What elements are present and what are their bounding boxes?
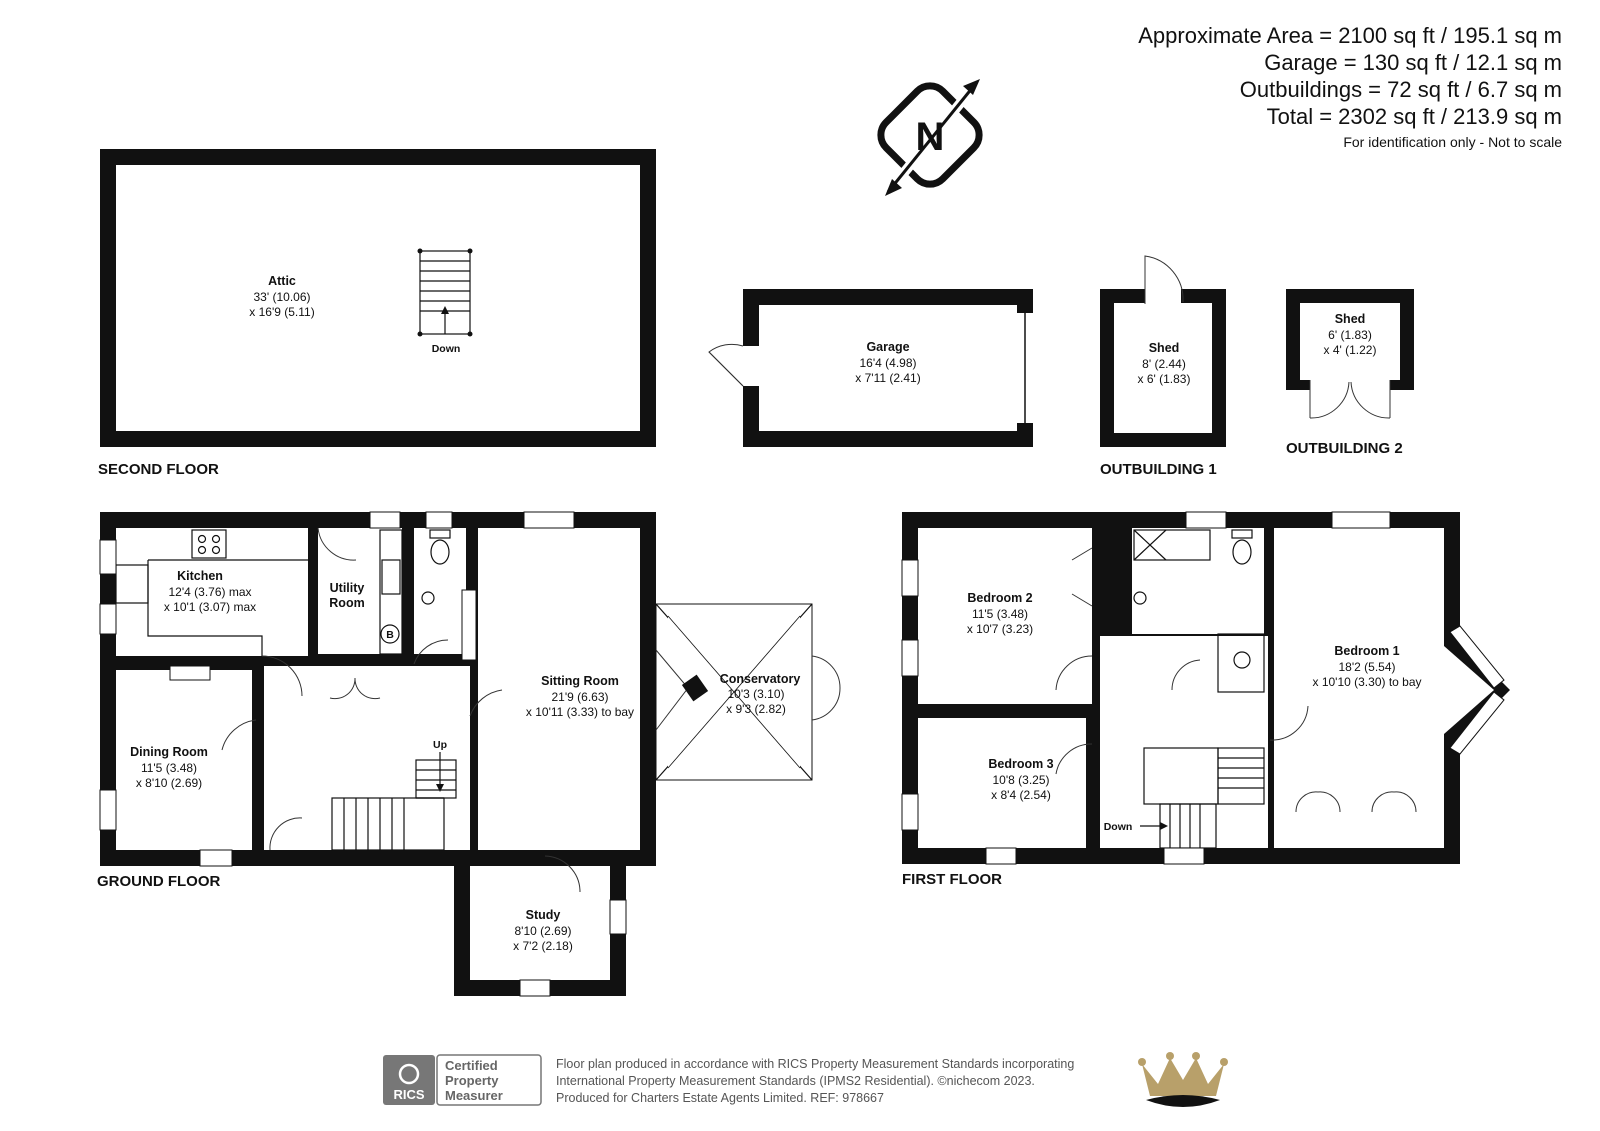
attic-stair-down-label: Down bbox=[432, 343, 461, 355]
bathroom-area bbox=[1132, 528, 1264, 634]
utility-area bbox=[318, 528, 402, 654]
compass-letter: N bbox=[916, 115, 945, 159]
outbuilding1-label: OUTBUILDING 1 bbox=[1100, 461, 1217, 478]
first-stair-down-label: Down bbox=[1104, 821, 1133, 833]
shed1-name: Shed bbox=[1149, 341, 1180, 355]
conservatory bbox=[655, 603, 841, 781]
outbuilding-1: Shed 8' (2.44) x 6' (1.83) OUTBUILDING 1 bbox=[1100, 255, 1226, 478]
bedroom2-dim1: 11'5 (3.48) bbox=[972, 607, 1028, 621]
study-dim1: 8'10 (2.69) bbox=[515, 924, 572, 938]
ground-floor: B Up bbox=[97, 511, 841, 997]
bedroom2-area bbox=[918, 528, 1092, 704]
shed2-dim2: x 4' (1.22) bbox=[1324, 343, 1377, 357]
sitting-dim1: 21'9 (6.63) bbox=[552, 690, 609, 704]
study-name: Study bbox=[526, 908, 561, 922]
bedroom2-name: Bedroom 2 bbox=[967, 591, 1032, 605]
bedroom1-dim2: x 10'10 (3.30) to bay bbox=[1312, 675, 1421, 689]
footer-line1: Floor plan produced in accordance with R… bbox=[556, 1057, 1075, 1071]
bedroom1-area bbox=[1274, 528, 1444, 848]
conservatory-name: Conservatory bbox=[720, 672, 801, 686]
certified-line3: Measurer bbox=[445, 1088, 503, 1103]
footer-line2: International Property Measurement Stand… bbox=[556, 1074, 1035, 1088]
second-floor-label: SECOND FLOOR bbox=[98, 461, 219, 478]
certified-line2: Property bbox=[445, 1073, 499, 1088]
shed1-dim1: 8' (2.44) bbox=[1142, 357, 1186, 371]
sitting-dim2: x 10'11 (3.33) to bay bbox=[526, 705, 634, 719]
bedroom2-dim2: x 10'7 (3.23) bbox=[967, 622, 1033, 636]
crown-logo-icon bbox=[1136, 1052, 1230, 1112]
bedroom3-area bbox=[918, 718, 1086, 848]
dining-dim2: x 8'10 (2.69) bbox=[136, 776, 202, 790]
first-floor-label: FIRST FLOOR bbox=[902, 871, 1002, 888]
shed2-dim1: 6' (1.83) bbox=[1328, 328, 1372, 342]
outbuilding-2: Shed 6' (1.83) x 4' (1.22) OUTBUILDING 2 bbox=[1286, 289, 1414, 457]
shed2-name: Shed bbox=[1335, 312, 1366, 326]
dining-area bbox=[116, 670, 252, 850]
footer-text: Floor plan produced in accordance with R… bbox=[556, 1056, 1074, 1107]
rics-label: RICS bbox=[393, 1087, 424, 1102]
landing-area bbox=[1100, 636, 1268, 848]
sitting-area bbox=[478, 528, 640, 850]
conservatory-dim1: 10'3 (3.10) bbox=[728, 687, 785, 701]
utility-name-2: Room bbox=[329, 596, 364, 610]
bedroom3-dim1: 10'8 (3.25) bbox=[993, 773, 1050, 787]
area-summary: Approximate Area = 2100 sq ft / 195.1 sq… bbox=[1138, 22, 1562, 150]
study-dim2: x 7'2 (2.18) bbox=[513, 939, 573, 953]
identification-note: For identification only - Not to scale bbox=[1343, 134, 1562, 150]
kitchen-dim2: x 10'1 (3.07) max bbox=[164, 600, 256, 614]
sitting-name: Sitting Room bbox=[541, 674, 619, 688]
shed1-dim2: x 6' (1.83) bbox=[1138, 372, 1191, 386]
bedroom1-name: Bedroom 1 bbox=[1334, 644, 1399, 658]
garage-area: Garage = 130 sq ft / 12.1 sq m bbox=[1264, 50, 1562, 75]
first-floor: Down Bedroom 2 11'5 (3.48) x 10'7 (3.23)… bbox=[901, 511, 1510, 888]
bedroom1-dim1: 18'2 (5.54) bbox=[1339, 660, 1396, 674]
garage-dim1: 16'4 (4.98) bbox=[860, 356, 917, 370]
dining-name: Dining Room bbox=[130, 745, 208, 759]
rics-certified-badge: RICS Certified Property Measurer bbox=[383, 1054, 543, 1106]
outbuildings-area: Outbuildings = 72 sq ft / 6.7 sq m bbox=[1239, 77, 1562, 102]
north-compass-icon: N bbox=[877, 79, 983, 196]
kitchen-name: Kitchen bbox=[177, 569, 223, 583]
ground-stairs bbox=[331, 752, 457, 851]
approximate-area: Approximate Area = 2100 sq ft / 195.1 sq… bbox=[1138, 23, 1562, 48]
attic-name: Attic bbox=[268, 274, 296, 288]
footer-line3: Produced for Charters Estate Agents Limi… bbox=[556, 1091, 884, 1105]
ground-stair-up-label: Up bbox=[433, 739, 447, 751]
hall-area bbox=[264, 666, 470, 850]
study-area bbox=[470, 866, 610, 980]
total-area: Total = 2302 sq ft / 213.9 sq m bbox=[1266, 104, 1562, 129]
attic-stairs bbox=[417, 248, 473, 337]
first-stairs bbox=[1140, 747, 1265, 849]
outbuilding2-label: OUTBUILDING 2 bbox=[1286, 440, 1403, 457]
utility-name-1: Utility bbox=[330, 581, 365, 595]
garage: Garage 16'4 (4.98) x 7'11 (2.41) bbox=[708, 289, 1035, 447]
bedroom3-name: Bedroom 3 bbox=[988, 757, 1053, 771]
garage-name: Garage bbox=[866, 340, 909, 354]
rics-logo-icon bbox=[398, 1063, 420, 1085]
boiler-label: B bbox=[386, 629, 394, 641]
certified-line1: Certified bbox=[445, 1058, 498, 1073]
dining-dim1: 11'5 (3.48) bbox=[141, 761, 197, 775]
attic-dim1: 33' (10.06) bbox=[254, 290, 311, 304]
attic-dim2: x 16'9 (5.11) bbox=[249, 305, 314, 319]
wc-area bbox=[414, 528, 466, 654]
garage-dim2: x 7'11 (2.41) bbox=[855, 371, 920, 385]
second-floor: Down Attic 33' (10.06) x 16'9 (5.11) SEC… bbox=[98, 149, 656, 478]
kitchen-dim1: 12'4 (3.76) max bbox=[169, 585, 252, 599]
conservatory-dim2: x 9'3 (2.82) bbox=[726, 702, 786, 716]
bedroom3-dim2: x 8'4 (2.54) bbox=[991, 788, 1051, 802]
ground-floor-label: GROUND FLOOR bbox=[97, 873, 220, 890]
